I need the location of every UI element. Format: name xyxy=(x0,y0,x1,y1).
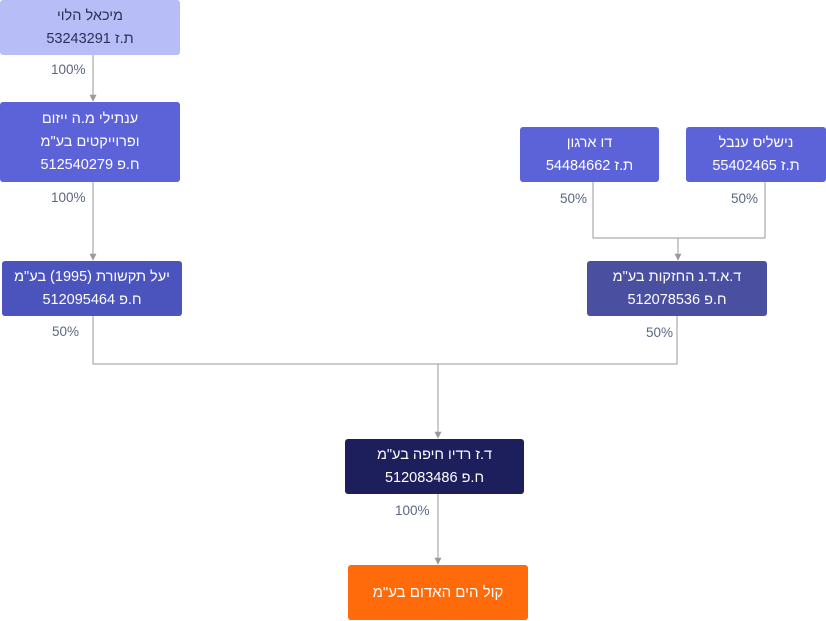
node-id: ח.פ 512540279 xyxy=(40,156,140,173)
node-dor-argon: דו ארגון ת.ז 54484662 xyxy=(520,127,659,182)
connector-yael-dadn-branch xyxy=(92,316,678,365)
node-kol-hayam-haadom: קול הים האדום בע"מ xyxy=(348,565,528,620)
node-id: ת.ז 55402465 xyxy=(712,157,800,174)
node-name: מיכאל הלוי xyxy=(57,7,123,24)
node-radio-haifa: ד.ז רדיו חיפה בע"מ ח.פ 512083486 xyxy=(345,439,524,494)
node-name-line2: ופרוייקטים בע"מ xyxy=(40,133,140,150)
pct-dadn-radio: 50% xyxy=(646,325,674,340)
node-name: ד.א.ד.נ החזקות בע"מ xyxy=(612,268,742,285)
pct-entili-yael: 100% xyxy=(51,190,86,205)
node-name: דו ארגון xyxy=(566,134,613,151)
node-name: ד.ז רדיו חיפה בע"מ xyxy=(376,446,493,463)
node-name: קול הים האדום בע"מ xyxy=(372,584,504,601)
node-id: ח.פ 512095464 xyxy=(42,291,142,308)
pct-radio-kol: 100% xyxy=(395,503,430,518)
pct-yael-radio: 50% xyxy=(52,324,80,339)
node-yael-tikshoret: יעל תקשורת (1995) בע"מ ח.פ 512095464 xyxy=(2,261,182,316)
pct-nishlis-dadn: 50% xyxy=(731,191,759,206)
connector-dor-branch xyxy=(592,182,766,239)
node-id: ת.ז 53243291 xyxy=(46,30,134,47)
node-nishlis-inbal: נישליס ענבל ת.ז 55402465 xyxy=(686,127,826,182)
node-id: ח.פ 512083486 xyxy=(384,469,485,486)
node-entili: ענתילי מ.ה ייזום ופרוייקטים בע"מ ח.פ 512… xyxy=(0,102,180,182)
node-name-line1: ענתילי מ.ה ייזום xyxy=(41,110,139,127)
node-michael-halevi: מיכאל הלוי ת.ז 53243291 xyxy=(0,0,180,55)
node-id: ח.פ 512078536 xyxy=(627,291,727,308)
node-dadn-holdings: ד.א.ד.נ החזקות בע"מ ח.פ 512078536 xyxy=(587,261,767,316)
node-name: נישליס ענבל xyxy=(718,134,794,151)
pct-michael-entili: 100% xyxy=(51,62,86,77)
node-id: ת.ז 54484662 xyxy=(545,157,634,174)
node-name: יעל תקשורת (1995) בע"מ xyxy=(14,268,170,285)
pct-dor-dadn: 50% xyxy=(560,191,588,206)
